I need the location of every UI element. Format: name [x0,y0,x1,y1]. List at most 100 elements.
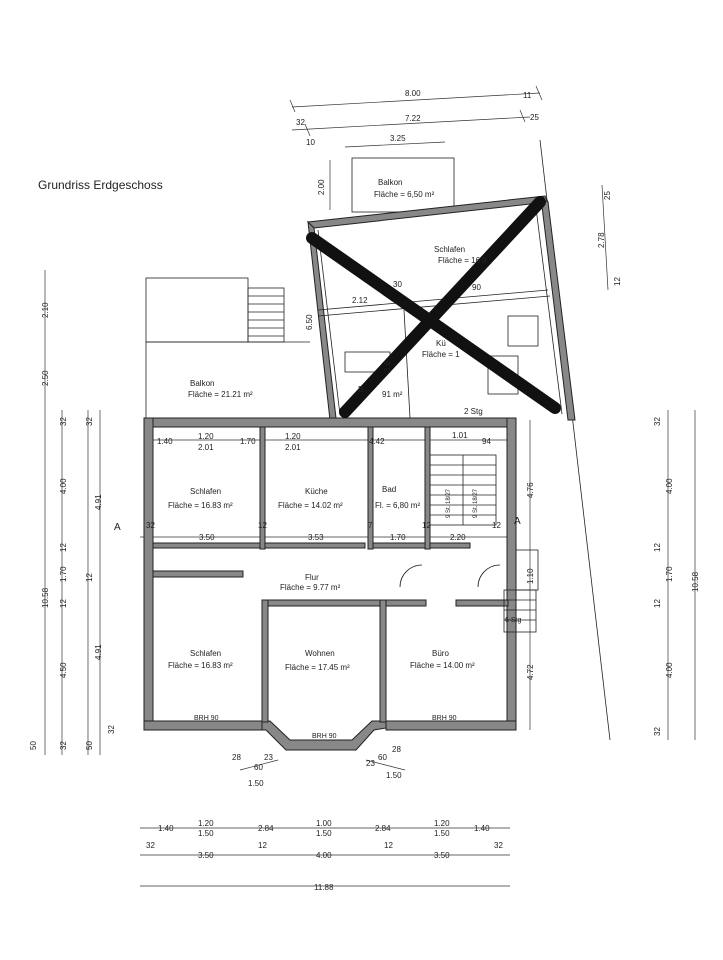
dim-b2-12b: 12 [384,841,393,850]
dim-bay-150b: 1.50 [386,771,402,780]
room-schlafen-top-name: Schlafen [434,245,465,254]
room-balkon-top-area: Fläche = 6,50 m² [374,190,435,199]
room-kueche-area: Fläche = 14.02 m² [278,501,343,510]
room-wohnen-name: Wohnen [305,649,335,658]
dim-left-210: 2.10 [41,302,50,318]
dim-row-353: 3.53 [308,533,324,542]
dim-left-250: 2.50 [41,370,50,386]
dim-bay-60b: 60 [378,753,387,762]
brh-label-3: BRH 90 [432,715,457,722]
room-bad-top-area: 91 m² [382,390,403,399]
dim-left-32b: 32 [59,741,68,750]
dim-bay-28b: 28 [392,745,401,754]
dim-right-400a: 4.00 [665,478,674,494]
dim-right-278: 2.78 [597,232,606,248]
dim-bay-150a: 1.50 [248,779,264,788]
dim-b1-120a: 1.20 [198,819,214,828]
dim-open-442: 4.42 [369,437,385,446]
dim-left2-12a: 12 [85,573,94,582]
dim-row-32a: 32 [146,521,155,530]
dim-bay-28a: 28 [232,753,241,762]
dim-top-total: 8.00 [405,89,421,98]
room-wohnen-area: Fläche = 17.45 m² [285,663,350,672]
room-bad-area: Fl. = 6,80 m² [375,501,420,510]
room-kueche-top-area: Fläche = 1 [422,350,460,359]
dim-top-10: 10 [306,138,315,147]
room-buero-name: Büro [432,649,449,658]
room-bad-name: Bad [382,485,396,494]
room-schlafen1-name: Schlafen [190,487,221,496]
dim-row-350a: 3.50 [199,533,215,542]
dim-row-12b: 12 [422,521,431,530]
dim-open-201b: 2.01 [285,443,301,452]
dim-right-12b: 12 [653,599,662,608]
dim-b1-150a: 1.50 [198,829,214,838]
dim-left-170: 1.70 [59,566,68,582]
room-schlafen2-area: Fläche = 16.83 m² [168,661,233,670]
dim-left-12a: 12 [59,543,68,552]
dim-right-170: 1.70 [665,566,674,582]
dim-left2-32a: 32 [85,417,94,426]
dim-b2-32b: 32 [494,841,503,850]
dim-right-32a: 32 [653,417,662,426]
room-bad-top-name: B [358,385,363,394]
dim-b2-400: 4.00 [316,851,332,860]
dim-b1-100: 1.00 [316,819,332,828]
dim-balkon-depth: 2.00 [317,179,326,195]
dim-open-94: 94 [482,437,491,446]
dim-left-400: 4.00 [59,478,68,494]
dim-mid-212: 2.12 [352,296,368,305]
dim-bay-23b: 23 [366,759,375,768]
dim-right-12a: 12 [653,543,662,552]
dim-left2-32b: 32 [107,725,116,734]
dim-stair-472: 4.72 [526,664,535,680]
dim-b1-140a: 1.40 [158,824,174,833]
dim-bay-23a: 23 [264,753,273,762]
dim-left2-491b: 4.91 [94,644,103,660]
dim-left-32a: 32 [59,417,68,426]
dim-open-170: 1.70 [240,437,256,446]
dim-b2-12a: 12 [258,841,267,850]
brh-label-1: BRH 90 [194,715,219,722]
dim-stair-110: 1.10 [526,568,535,584]
dimension-lines [44,85,696,887]
dim-left-50: 50 [29,741,38,750]
room-flur-name: Flur [305,573,319,582]
room-buero-area: Fläche = 14.00 m² [410,661,475,670]
dim-right-1058: 10.58 [691,571,700,592]
stair-label-2: 9 St. 18/27 [473,488,479,518]
dim-open-140: 1.40 [157,437,173,446]
dim-mid-30: 30 [393,280,402,289]
room-balkon-left-area: Fläche = 21.21 m² [188,390,253,399]
room-schlafen-top-area: Fläche = 16.8 [438,256,487,265]
room-balkon-top-name: Balkon [378,178,402,187]
dim-row-12a: 12 [258,521,267,530]
cross-out-mark [306,196,561,418]
dim-b2-350b: 3.50 [434,851,450,860]
room-flur-area: Fläche = 9.77 m² [280,583,341,592]
section-mark-right: A [514,516,521,527]
room-balkon-left-name: Balkon [190,379,214,388]
dim-open-120a: 1.20 [198,432,214,441]
section-mark-left: A [114,522,121,533]
main-walls [143,417,539,751]
dim-b2-32a: 32 [146,841,155,850]
plan-title: Grundriss Erdgeschoss [38,178,163,192]
dim-b1-120b: 1.20 [434,819,450,828]
room-kueche-name: Küche [305,487,328,496]
dim-mid-38: 3.8 [383,360,392,372]
dim-row-170: 1.70 [390,533,406,542]
dim-open-201a: 2.01 [198,443,214,452]
dim-open-120b: 1.20 [285,432,301,441]
dim-b2-350a: 3.50 [198,851,214,860]
stair-label-1: 9 St. 18/27 [446,488,452,518]
dim-right-400b: 4.00 [665,662,674,678]
dim-mid-90: 90 [472,283,481,292]
dim-top-25: 25 [530,113,539,122]
room-schlafen2-name: Schlafen [190,649,221,658]
dim-row-12c: 12 [492,521,501,530]
dim-left-12b: 12 [59,599,68,608]
dim-stair-476: 4.76 [526,482,535,498]
dim-b1-284b: 2.84 [375,824,391,833]
